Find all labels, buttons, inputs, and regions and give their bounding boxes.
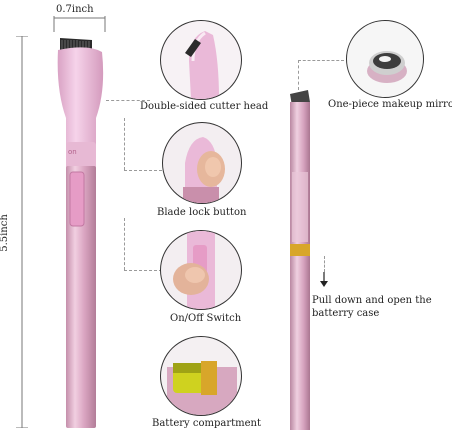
width-dimension-lines: [53, 16, 106, 32]
blade-lock-detail-image: [162, 122, 242, 204]
height-dimension-label: 5.5inch: [0, 214, 10, 252]
trimmer-open: [280, 82, 320, 430]
switch-marking: on: [68, 148, 77, 156]
label-battery: Battery compartment: [152, 418, 261, 429]
switch-detail-image: [160, 230, 242, 310]
cutter-head-illustration: [185, 31, 219, 99]
label-pull-down-line1: Pull down and open the: [312, 295, 432, 306]
leader-lock-v: [124, 118, 125, 170]
arrow-down-shape: [320, 272, 328, 287]
battery-detail-image: [160, 336, 242, 416]
leader-pull-v: [324, 256, 325, 272]
battery-illustration: [167, 361, 237, 415]
leader-lock-h: [124, 170, 162, 171]
leader-switch-h: [124, 270, 162, 271]
mirror-illustration: [367, 51, 407, 83]
leader-mirror-h: [298, 60, 344, 61]
trimmer-main: [48, 30, 114, 430]
height-dimension-lines: [16, 36, 28, 428]
label-blade-lock: Blade lock button: [157, 207, 247, 218]
leader-cutter-h: [106, 100, 150, 101]
label-pull-down-line2: batterry case: [312, 308, 380, 319]
cutter-head-detail-image: [160, 20, 242, 100]
width-dimension: [53, 2, 111, 32]
label-switch: On/Off Switch: [170, 313, 242, 324]
width-dimension-label: 0.7inch: [56, 4, 94, 15]
mirror-detail-image: [346, 20, 424, 98]
leader-mirror-v: [298, 60, 299, 90]
label-cutter-head: Double-sided cutter head: [140, 101, 269, 112]
arrow-down-icon: [318, 272, 330, 288]
blade-lock-illustration: [183, 137, 225, 203]
label-mirror: One-piece makeup mirror: [328, 99, 452, 110]
trimmer-main-drawing: [57, 38, 104, 428]
trimmer-open-drawing: [290, 90, 310, 430]
switch-illustration: [173, 231, 215, 309]
height-dimension: [8, 36, 28, 428]
leader-switch-v: [124, 218, 125, 270]
